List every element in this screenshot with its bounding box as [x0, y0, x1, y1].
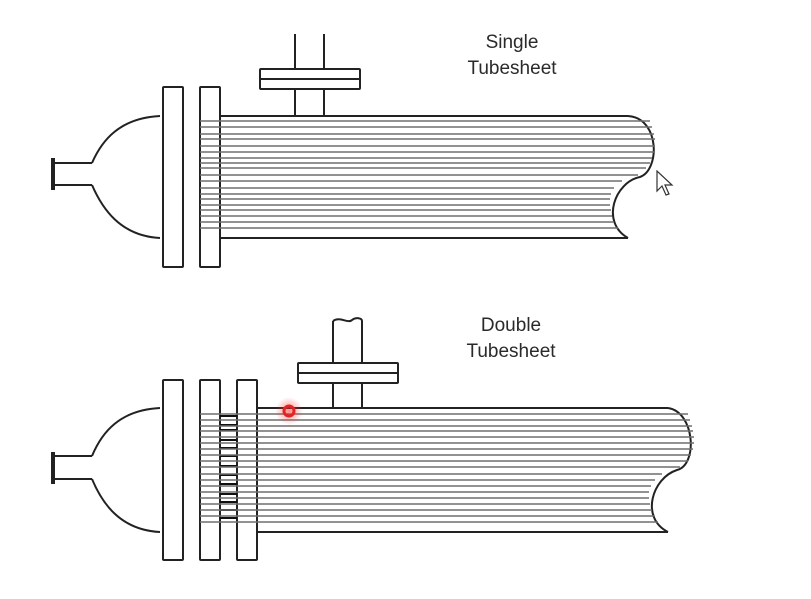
- double-tubesheet-exchanger: [51, 317, 692, 561]
- channel-inlet-nozzle: [51, 158, 92, 190]
- pointer-marker: [275, 397, 303, 425]
- channel-head: [91, 115, 161, 239]
- shell-break-line: [611, 115, 655, 239]
- outer-tubesheet: [236, 379, 258, 561]
- inner-tubesheet: [199, 379, 221, 561]
- shell-outline: [257, 407, 668, 533]
- single-label-line2: Tubesheet: [467, 58, 557, 79]
- channel-flange: [162, 379, 184, 561]
- tube-bundle-bottom: [200, 413, 694, 523]
- channel-inlet-nozzle: [51, 452, 92, 484]
- double-label-line2: Tubesheet: [466, 341, 556, 362]
- double-label-line1: Double: [480, 315, 542, 336]
- mouse-cursor-icon: [656, 170, 674, 196]
- double-tubesheet-label: Double Tubesheet: [461, 313, 561, 365]
- single-tubesheet-label: Single Tubesheet: [462, 30, 562, 82]
- shell-nozzle: [297, 317, 399, 408]
- single-label-line1: Single: [485, 32, 539, 53]
- tube-bundle-top: [200, 120, 655, 229]
- channel-head: [91, 407, 161, 533]
- channel-flange: [162, 86, 184, 268]
- shell-break-line: [650, 407, 692, 533]
- shell-nozzle: [259, 34, 361, 116]
- single-tubesheet-exchanger: [51, 34, 655, 268]
- shell-outline: [220, 115, 628, 239]
- tubesheet: [199, 86, 221, 268]
